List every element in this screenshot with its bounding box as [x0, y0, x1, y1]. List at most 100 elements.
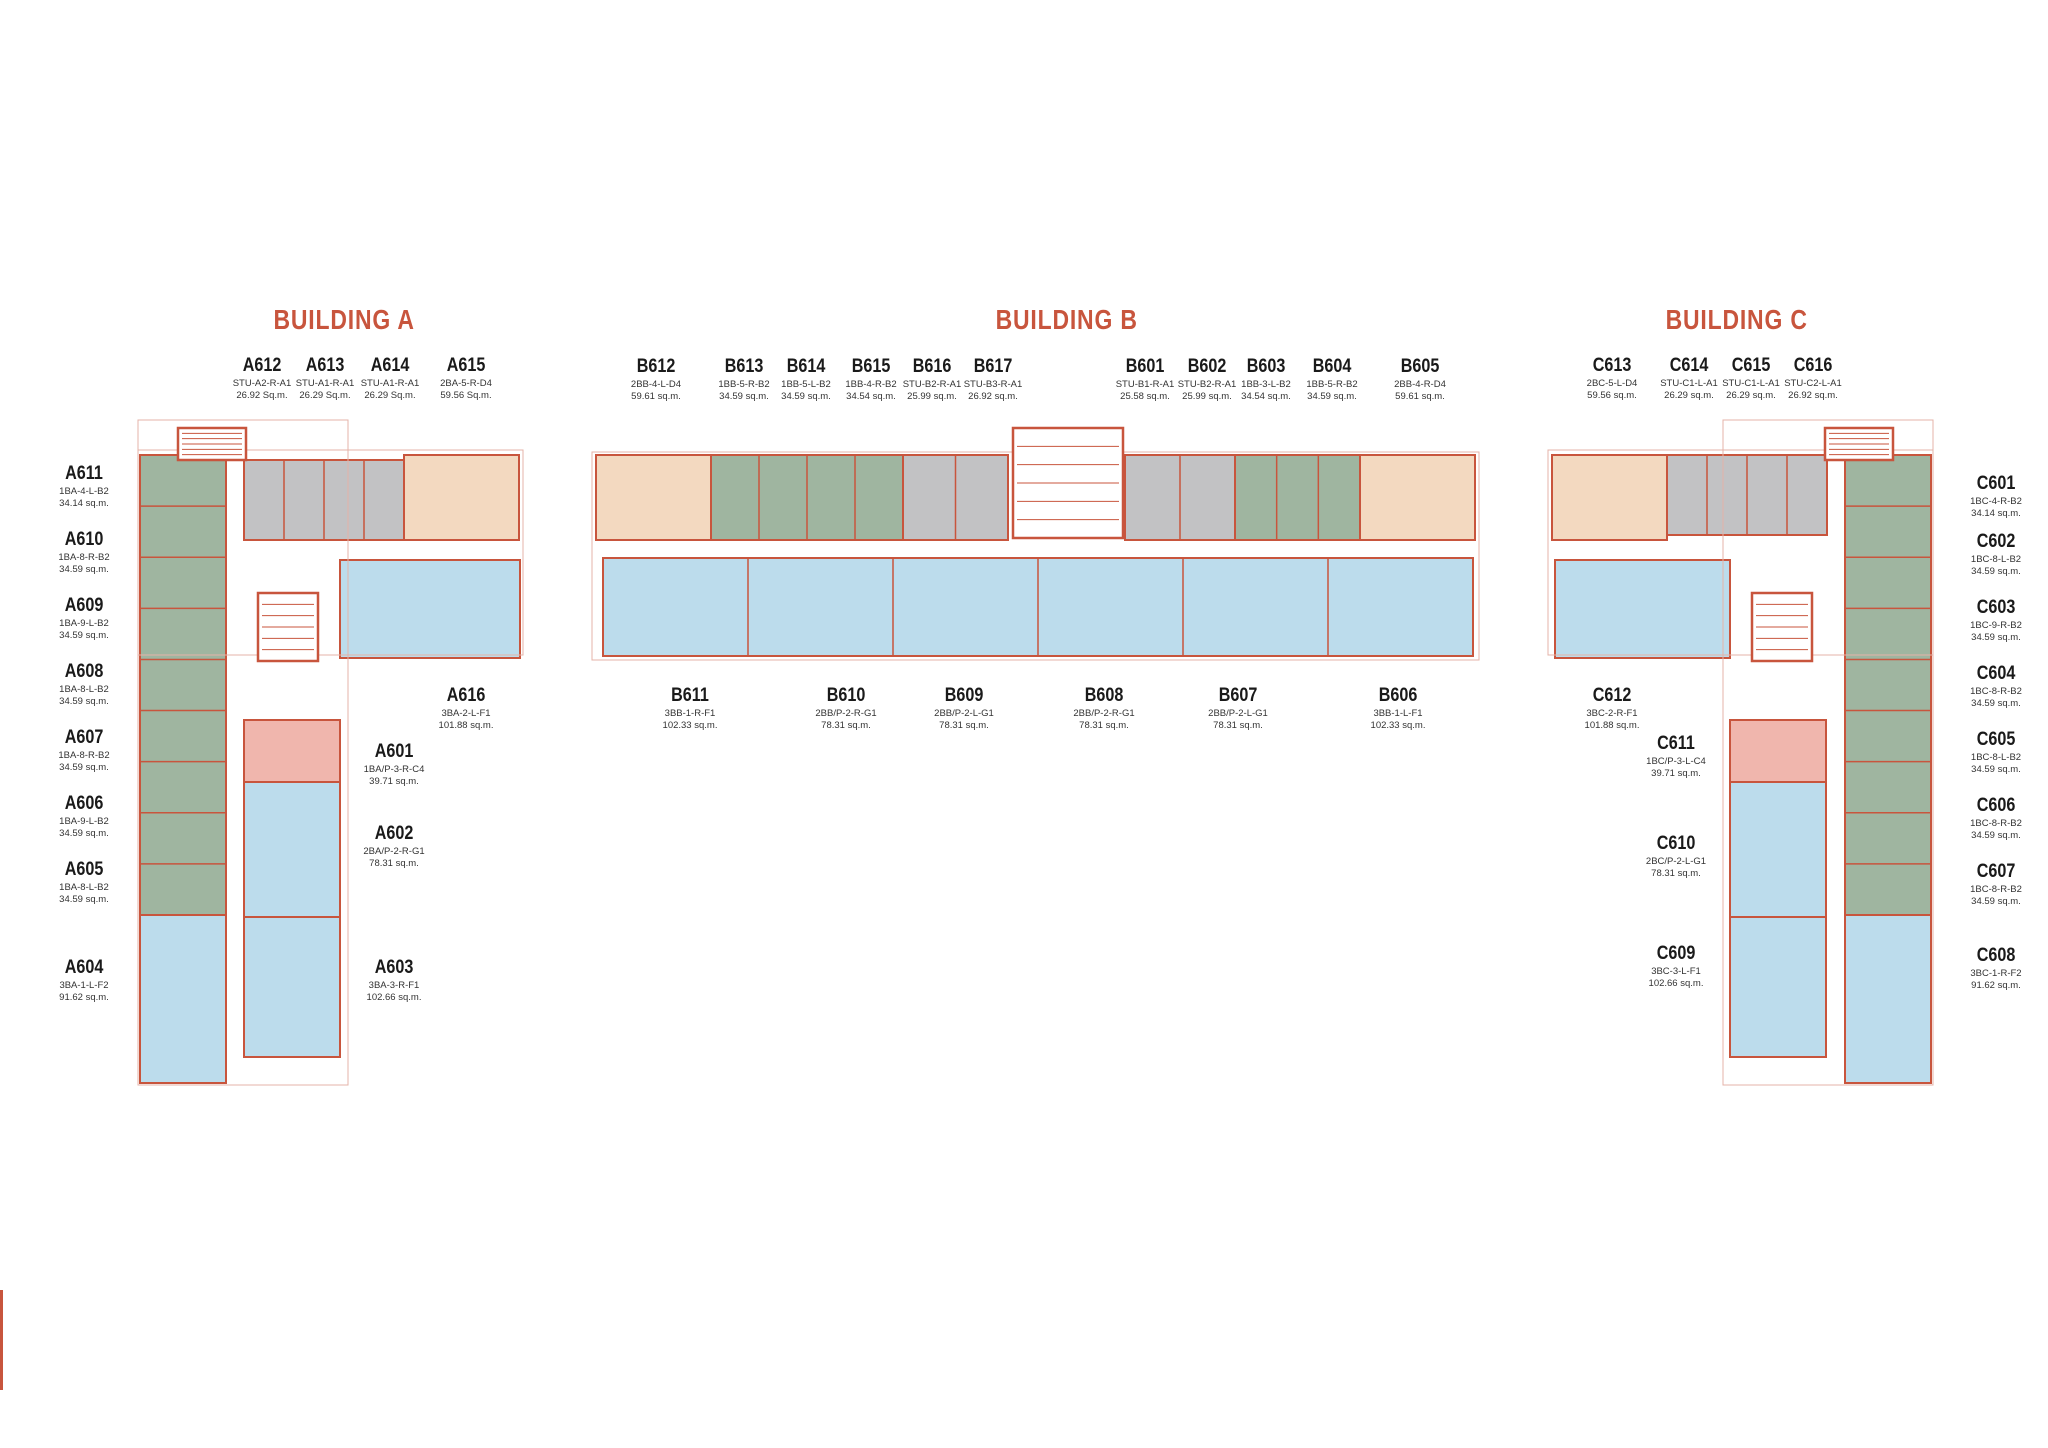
unit-type: 3BA-3-R-F1 — [368, 980, 420, 991]
unit-code: B615 — [851, 356, 891, 377]
unit-code: C614 — [1669, 355, 1709, 376]
unit-area: 78.31 sq.m. — [1079, 719, 1129, 731]
unit-area: 34.59 sq.m. — [1307, 390, 1357, 402]
unit-code: B604 — [1312, 356, 1352, 377]
building-c-title: BUILDING C — [1665, 304, 1808, 335]
unit-type: 1BC/P-3-L-C4 — [1646, 756, 1706, 767]
unit-type: 3BC-1-R-F2 — [1970, 968, 2022, 979]
building-a-wing-outline — [137, 449, 524, 656]
unit-type: 1BB-5-R-B2 — [1306, 379, 1358, 390]
unit-code: A604 — [64, 957, 104, 978]
walls — [137, 419, 1934, 1086]
c-column-1bed — [1844, 454, 1932, 916]
unit-code: A615 — [446, 355, 486, 376]
unit-area: 34.59 sq.m. — [1971, 829, 2021, 841]
unit-code: B602 — [1187, 356, 1227, 377]
unit-type: 3BA-1-L-F2 — [59, 980, 109, 991]
a615-block — [403, 454, 520, 541]
a616-block — [339, 559, 521, 659]
unit-type: 3BB-1-R-F1 — [664, 708, 716, 719]
unit-code: A609 — [64, 595, 104, 616]
unit-code: B606 — [1378, 685, 1418, 706]
unit-type: 1BC-9-R-B2 — [1970, 620, 2022, 631]
unit-code: B608 — [1084, 685, 1124, 706]
building-c-wing-outline — [1547, 449, 1934, 656]
unit-type: 2BA/P-2-R-G1 — [363, 846, 425, 857]
unit-code: C607 — [1976, 861, 2016, 882]
unit-area: 34.59 sq.m. — [1971, 895, 2021, 907]
unit-type: 1BA-8-L-B2 — [59, 882, 109, 893]
unit-code: C609 — [1656, 943, 1696, 964]
a603-block — [243, 916, 341, 1058]
unit-code: B613 — [724, 356, 764, 377]
unit-area: 59.61 sq.m. — [1395, 390, 1445, 402]
unit-area: 34.59 sq.m. — [59, 629, 109, 641]
unit-type: 1BA/P-3-R-C4 — [363, 764, 425, 775]
unit-type: 1BC-8-R-B2 — [1970, 686, 2022, 697]
unit-code: C610 — [1656, 833, 1696, 854]
unit-code: A614 — [370, 355, 410, 376]
unit-area: 39.71 sq.m. — [1651, 767, 1701, 779]
unit-area: 78.31 sq.m. — [1213, 719, 1263, 731]
b612-block — [595, 454, 712, 541]
unit-type: 1BA-9-L-B2 — [59, 816, 109, 827]
unit-code: C615 — [1731, 355, 1771, 376]
unit-area: 34.14 sq.m. — [59, 497, 109, 509]
unit-type: STU-A1-R-A1 — [360, 378, 420, 389]
unit-code: B610 — [826, 685, 866, 706]
unit-type: STU-B2-R-A1 — [902, 379, 962, 390]
unit-type: 1BB-4-R-B2 — [845, 379, 897, 390]
c612-block — [1554, 559, 1731, 659]
unit-area: 26.29 sq.m. — [1726, 389, 1776, 401]
unit-code: B612 — [636, 356, 676, 377]
unit-code: C611 — [1657, 733, 1695, 754]
a604-block — [139, 914, 227, 1084]
unit-type: 1BB-3-L-B2 — [1241, 379, 1291, 390]
unit-type: 1BA-4-L-B2 — [59, 486, 109, 497]
unit-code: A613 — [305, 355, 345, 376]
a601-block — [243, 719, 341, 783]
unit-code: C604 — [1976, 663, 2016, 684]
unit-code: A603 — [374, 957, 414, 978]
unit-code: B603 — [1246, 356, 1286, 377]
unit-type: 2BA-5-R-D4 — [440, 378, 492, 389]
unit-area: 26.29 Sq.m. — [299, 389, 351, 401]
unit-area: 34.59 sq.m. — [1971, 631, 2021, 643]
unit-type: 2BC-5-L-D4 — [1586, 378, 1638, 389]
unit-code: A601 — [374, 741, 414, 762]
c608-block — [1844, 914, 1932, 1084]
unit-area: 34.59 sq.m. — [1971, 763, 2021, 775]
unit-type: 1BC-8-R-B2 — [1970, 884, 2022, 895]
unit-code: C601 — [1976, 473, 2016, 494]
unit-area: 34.54 sq.m. — [1241, 390, 1291, 402]
unit-area: 102.33 sq.m. — [1370, 719, 1426, 731]
unit-type: STU-C2-L-A1 — [1784, 378, 1842, 389]
unit-code: A608 — [64, 661, 104, 682]
unit-area: 26.29 sq.m. — [1664, 389, 1714, 401]
b605-block — [1359, 454, 1476, 541]
unit-code: C606 — [1976, 795, 2016, 816]
unit-type: 2BB/P-2-L-G1 — [934, 708, 994, 719]
